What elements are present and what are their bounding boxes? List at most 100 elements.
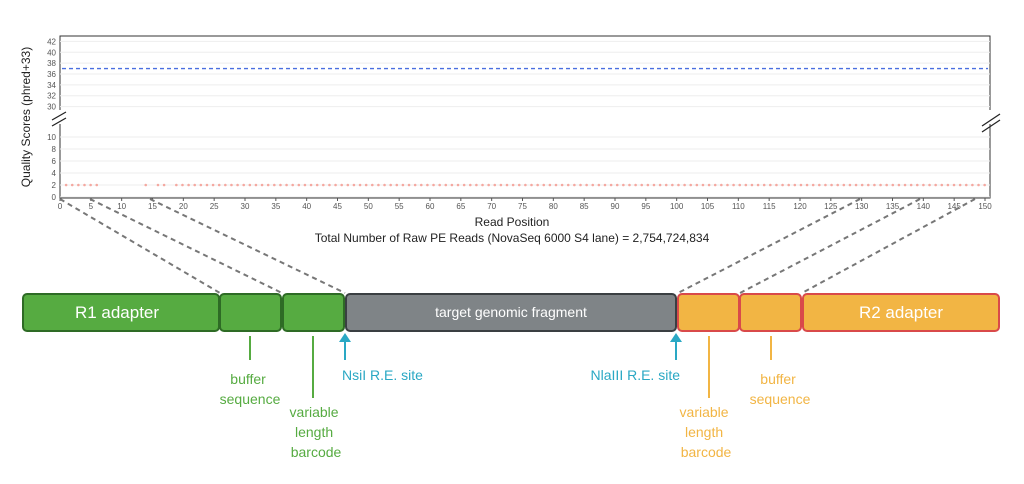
series-point	[952, 183, 956, 187]
connector-line	[59, 198, 221, 294]
series-point	[805, 183, 809, 187]
x-tick-label: 0	[58, 202, 63, 211]
series-point	[334, 183, 337, 187]
series-point	[897, 183, 901, 187]
series-point	[922, 183, 925, 187]
series-point	[401, 183, 405, 187]
series-point	[873, 183, 876, 187]
r1-buffer-segment	[219, 293, 282, 332]
series-point	[309, 183, 313, 187]
connector-line	[89, 198, 283, 294]
series-point	[162, 183, 166, 187]
y-tick-label: 34	[47, 81, 56, 90]
series-point	[511, 183, 515, 187]
series-point	[909, 183, 913, 187]
series-point	[530, 183, 533, 187]
series-point	[756, 183, 760, 187]
series-point	[224, 183, 227, 187]
x-tick-label: 105	[701, 202, 715, 211]
series-point	[370, 183, 374, 187]
series-point	[444, 183, 448, 187]
series-point	[217, 183, 221, 187]
series-point	[205, 183, 209, 187]
y-tick-label: 6	[52, 157, 57, 166]
series-point	[285, 183, 288, 187]
x-tick-label: 130	[855, 202, 869, 211]
series-point	[677, 183, 680, 187]
series-point	[799, 183, 803, 187]
x-tick-label: 20	[179, 202, 188, 211]
series-point	[964, 183, 968, 187]
series-point	[487, 183, 490, 187]
r2-adapter-segment	[802, 293, 1000, 332]
x-tick-label: 100	[670, 202, 684, 211]
r2-buffer-segment	[739, 293, 802, 332]
series-point	[230, 183, 233, 187]
y-tick-label: 2	[52, 181, 57, 190]
series-point	[426, 183, 429, 187]
y-tick-label: 8	[52, 145, 57, 154]
chart-subtitle: Total Number of Raw PE Reads (NovaSeq 60…	[315, 231, 710, 245]
series-point	[579, 183, 582, 187]
connector-lines	[59, 198, 976, 294]
nla-site-annotation: NlaIII R.E. site	[591, 367, 681, 383]
series-point	[542, 183, 546, 187]
series-point	[64, 183, 68, 187]
series-point	[628, 183, 631, 187]
connector-line	[677, 198, 861, 294]
series-point	[744, 183, 748, 187]
series-point	[597, 183, 601, 187]
series-point	[726, 183, 729, 187]
x-tick-label: 60	[426, 202, 435, 211]
series-point	[352, 183, 356, 187]
series-point	[811, 183, 815, 187]
series-point	[346, 183, 350, 187]
series-point	[340, 183, 343, 187]
series-point	[413, 183, 417, 187]
series-point	[891, 183, 895, 187]
series-point	[713, 183, 717, 187]
series-point	[566, 183, 570, 187]
series-point	[640, 183, 644, 187]
r1-barcode-annotation: variable length barcode	[290, 404, 343, 460]
connector-line	[739, 198, 921, 294]
series-point	[934, 183, 937, 187]
series-point	[328, 183, 331, 187]
x-tick-label: 15	[148, 202, 157, 211]
series-point	[664, 183, 668, 187]
x-tick-label: 120	[793, 202, 807, 211]
series-point	[609, 183, 613, 187]
series-point	[707, 183, 711, 187]
series-point	[946, 183, 950, 187]
axis-break-mark-left-2	[51, 117, 67, 127]
x-tick-label: 75	[518, 202, 527, 211]
series-point	[242, 183, 246, 187]
series-point	[505, 183, 509, 187]
x-tick-label: 10	[117, 202, 126, 211]
x-tick-label: 145	[947, 202, 961, 211]
series-point	[983, 183, 986, 187]
series-point	[762, 183, 766, 187]
series-point	[456, 183, 460, 187]
series-point	[236, 183, 239, 187]
x-tick-label: 85	[580, 202, 589, 211]
target-fragment-label: target genomic fragment	[435, 304, 587, 320]
series-point	[560, 183, 564, 187]
x-tick-label: 50	[364, 202, 373, 211]
series-point	[432, 183, 435, 187]
series-point	[199, 183, 203, 187]
series-point	[193, 183, 197, 187]
x-tick-label: 45	[333, 202, 342, 211]
series-point	[750, 183, 754, 187]
x-tick-label: 5	[89, 202, 94, 211]
x-tick-label: 125	[824, 202, 838, 211]
series-point	[95, 183, 99, 187]
y-tick-label: 38	[47, 59, 56, 68]
series-point	[787, 183, 790, 187]
y-tick-label: 10	[47, 133, 56, 142]
series-point	[879, 183, 882, 187]
series-point	[818, 183, 821, 187]
